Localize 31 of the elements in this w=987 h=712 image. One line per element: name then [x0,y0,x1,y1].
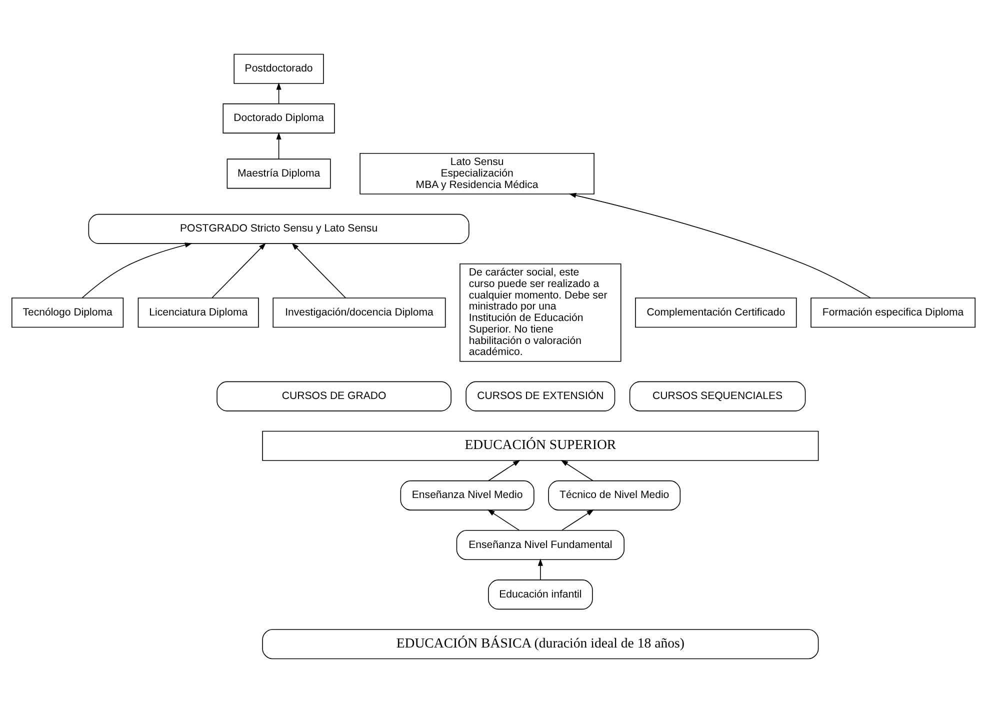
node-box: EDUCACIÓN SUPERIOR [262,430,819,460]
node-box: CURSOS SEQUENCIALES [629,380,806,411]
node-box: Maestría Diploma [226,158,331,188]
arrow [292,242,346,298]
arrow [487,508,520,530]
node-box: CURSOS DE GRADO [216,380,452,411]
node-box: Formación especifica Diploma [810,297,976,328]
node-box: Doctorado Diploma [222,102,335,133]
node-box: Educación infantil [488,579,593,610]
arrow [82,242,192,298]
arrow [276,82,282,104]
node-box: Investigación/docencia Diploma [272,297,446,328]
node-box: Tecnólogo Diploma [11,297,124,328]
node-box: CURSOS DE EXTENSIÓN [466,380,616,411]
node-box: Licenciatura Diploma [138,297,259,328]
node-box: POSTGRADO Stricto Sensu y Lato Sensu [88,213,470,244]
node-box: Enseñanza Nivel Fundamental [456,529,625,560]
node-box: De carácter social, este curso puede ser realizado a cualquier momento. Debe ser ministrado por una Institución de Educación Superior. No tiene habilitación o valoración académico. [460,262,622,362]
arrow [212,242,266,298]
arrow [568,192,871,298]
node-box: Enseñanza Nivel Medio [400,480,534,510]
node-box: Lato Sensu Especialización MBA y Residencia Médica [360,152,594,194]
node-box: Complementación Certificado [635,297,797,328]
node-box: EDUCACIÓN BÁSICA (duración ideal de 18 años) [262,628,819,659]
node-box: Técnico de Nivel Medio [548,480,681,510]
node-box: Postdoctorado [234,53,324,84]
arrow [276,132,282,159]
arrow [538,558,543,580]
arrow [488,459,520,481]
arrow [560,459,594,481]
arrow [561,508,594,530]
